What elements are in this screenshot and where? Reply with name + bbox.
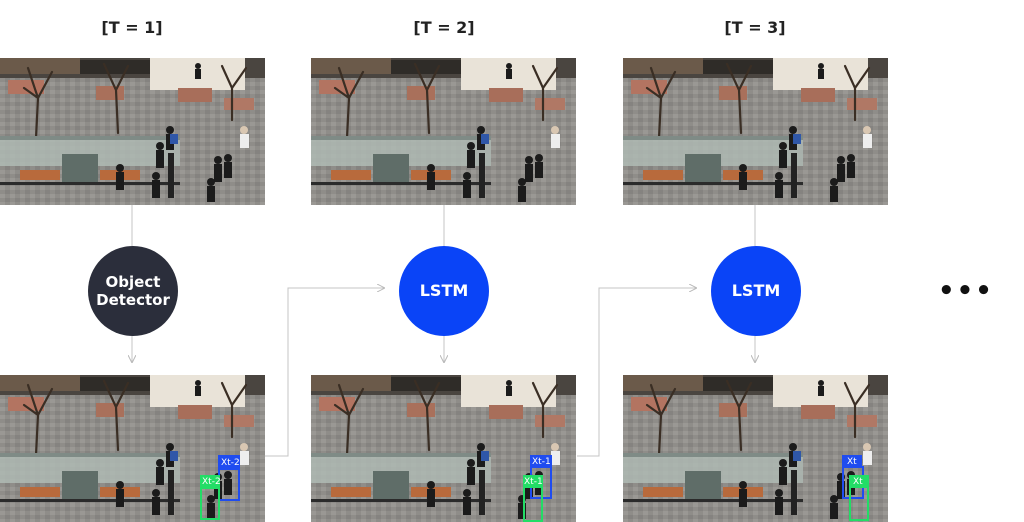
lstm-label-t3: LSTM <box>731 281 781 300</box>
blue-detection-box: Xt-2 <box>218 455 240 501</box>
lstm-node-t3: LSTM <box>711 246 801 336</box>
green-detection-box: Xt-1 <box>523 475 543 522</box>
green-box-label: Xt-1 <box>524 477 543 487</box>
blue-box-label: Xt-2 <box>221 458 240 468</box>
green-box-label: Xt-2 <box>202 477 221 487</box>
blue-box-label: Xt-1 <box>532 457 551 467</box>
green-detection-box: Xt <box>849 475 869 521</box>
blue-box-label: Xt <box>847 457 857 467</box>
lstm-node-t2: LSTM <box>399 246 489 336</box>
column-title-t1: [T = 1] <box>101 18 163 37</box>
output-frame-t3: Xt Xt <box>623 375 888 522</box>
column-title-t3: [T = 3] <box>724 18 786 37</box>
output-frame-t2: Xt-1 Xt-1 <box>311 375 576 522</box>
green-box-label: Xt <box>853 477 863 487</box>
ellipsis: ••• <box>938 276 994 306</box>
column-title-t2: [T = 2] <box>413 18 475 37</box>
object-detector-node: Object Detector <box>88 246 178 336</box>
lstm-label-t2: LSTM <box>419 281 469 300</box>
object-detector-label: Object Detector <box>96 273 170 309</box>
input-frame-t1 <box>0 58 265 205</box>
input-frame-t2 <box>311 58 576 205</box>
input-frame-t3 <box>623 58 888 205</box>
output-frame-t1: Xt-2 Xt-2 <box>0 375 265 522</box>
green-detection-box: Xt-2 <box>200 475 221 520</box>
